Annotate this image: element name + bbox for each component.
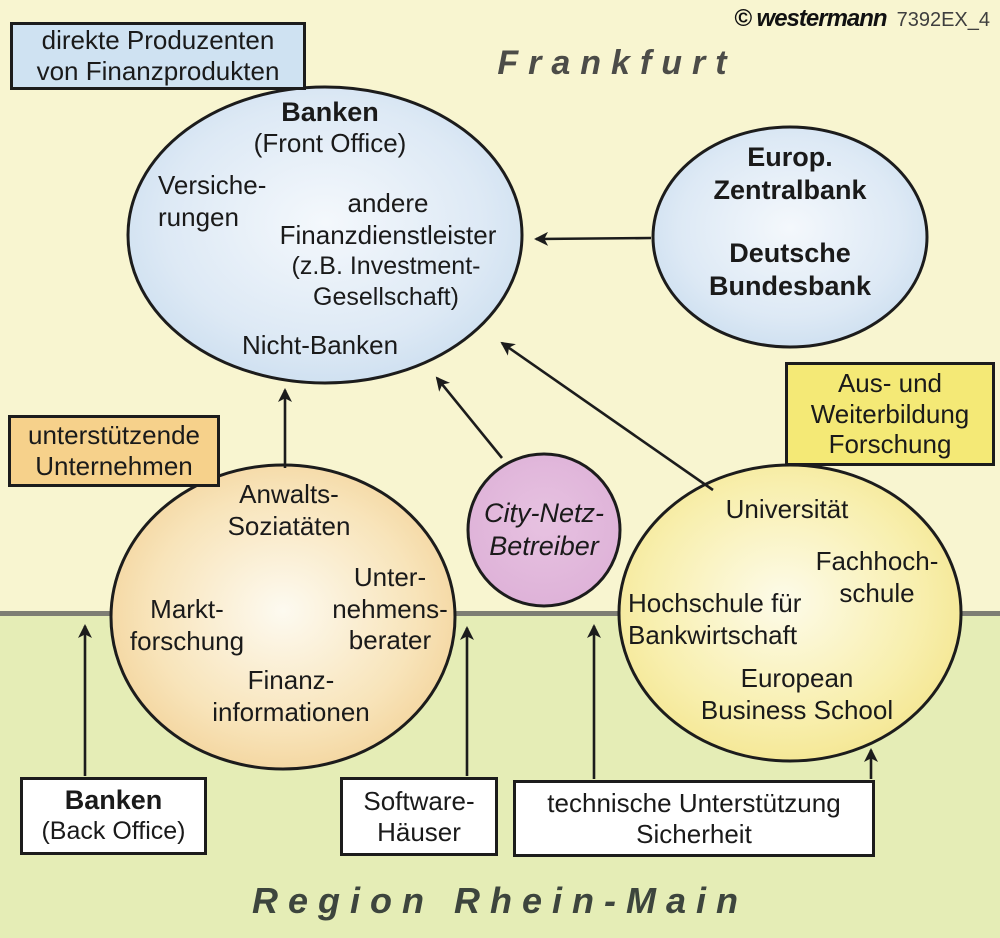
technische-unterstuetzung-box: technische Unterstützung Sicherheit — [513, 780, 875, 857]
andere-finanzdienstleister-label: andere Finanzdienstleister — [279, 188, 497, 250]
marktforschung-label: Markt- forschung — [129, 594, 245, 656]
anwalts-soziataeten-label: Anwalts- Soziatäten — [227, 479, 351, 541]
investment-beispiel-label: (z.B. Investment- Gesellschaft) — [291, 252, 481, 311]
publisher-credit: © westermann 7392EX_4 — [734, 5, 990, 33]
direkte-produzenten-box: direkte Produzenten von Finanzprodukten — [10, 22, 306, 90]
region-divider-line — [0, 611, 1000, 616]
frankfurt-region-title: Frankfurt — [497, 44, 737, 82]
arrow-bildung-to-finanz — [500, 341, 714, 492]
city-netz-betreiber-label: City-Netz- Betreiber — [484, 498, 604, 561]
finanz-subtitle-label: (Front Office) — [253, 128, 407, 158]
banken-back-office-box: Banken (Back Office) — [20, 777, 207, 855]
banken-back-title: Banken — [64, 785, 163, 816]
arrow-citynetz-to-finanz — [435, 376, 504, 459]
fachhochschule-label: Fachhoch- schule — [815, 546, 939, 608]
deutsche-bundesbank-label: Deutsche Bundesbank — [708, 238, 872, 301]
hochschule-bankwirtschaft-label: Hochschule für Bankwirtschaft — [628, 588, 802, 650]
versicherungen-label: Versiche- rungen — [158, 170, 267, 232]
banken-back-subtitle: (Back Office) — [41, 817, 186, 846]
europ-zentralbank-label: Europ. Zentralbank — [713, 142, 867, 205]
map-code: 7392EX_4 — [896, 9, 990, 31]
aus-weiterbildung-box: Aus- und Weiterbildung Forschung — [785, 362, 995, 466]
westermann-logo: © westermann — [734, 5, 887, 32]
nicht-banken-label: Nicht-Banken — [241, 330, 399, 360]
unternehmensberater-label: Unter- nehmens- berater — [332, 562, 448, 656]
unternehmen-ellipse — [109, 463, 457, 771]
rhein-main-region-title: Region Rhein-Main — [252, 880, 748, 921]
software-haeuser-box: Software- Häuser — [340, 777, 498, 856]
finanzinformationen-label: Finanz- informationen — [212, 665, 370, 727]
zentralbank-ellipse — [651, 125, 929, 349]
city-netz-circle — [466, 452, 622, 608]
finanzprodukte-ellipse — [126, 85, 524, 385]
arrow-zentralbank-to-finanz — [534, 231, 652, 246]
unterstuetzende-unternehmen-box: unterstützende Unternehmen — [8, 415, 220, 487]
european-business-school-label: European Business School — [700, 663, 894, 725]
finanz-title-label: Banken — [281, 97, 379, 127]
universitaet-label: Universität — [725, 494, 849, 524]
